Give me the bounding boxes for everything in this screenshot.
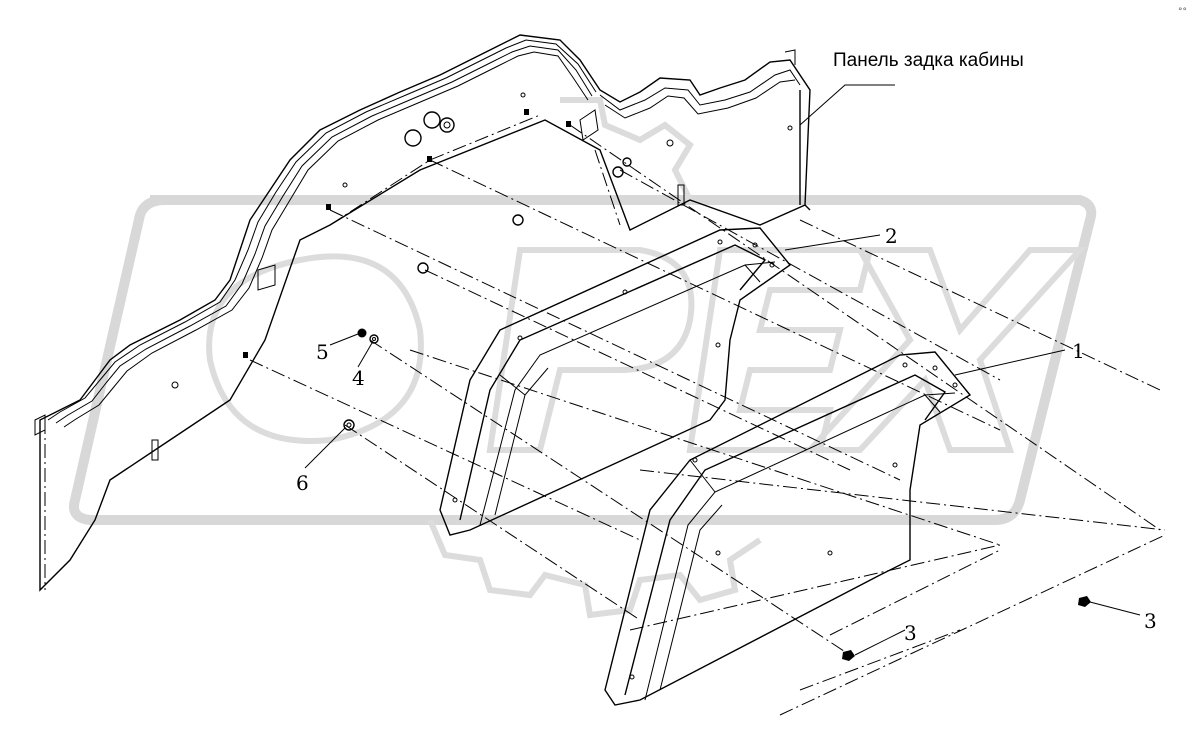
callout-4: 4 xyxy=(352,366,365,390)
leader-lines xyxy=(304,84,1141,656)
panel-clip-4 xyxy=(524,109,529,115)
callout-2: 2 xyxy=(885,224,898,248)
panel-clip-1 xyxy=(326,204,331,210)
washer-4 xyxy=(369,334,379,344)
nut-5 xyxy=(357,328,367,338)
panel-clip-5 xyxy=(566,121,571,127)
panel-hole-5 xyxy=(512,214,524,226)
watermark-logo xyxy=(69,97,1097,619)
panel-large-hole-3 xyxy=(439,117,455,133)
trim-part-2 xyxy=(439,227,792,536)
callout-1: 1 xyxy=(1072,339,1085,363)
nut-3-right xyxy=(1078,596,1091,607)
panel-hole-4 xyxy=(612,166,624,178)
callout-6: 6 xyxy=(296,471,309,495)
cab-rear-panel xyxy=(34,34,811,592)
callout-3-lower: 3 xyxy=(904,621,917,645)
trim-part-1 xyxy=(604,351,972,706)
nut-3-lower xyxy=(842,650,855,661)
callout-5: 5 xyxy=(316,340,329,364)
panel-clip-3 xyxy=(427,156,432,162)
corner-mark: °° xyxy=(1178,7,1187,17)
washer-6 xyxy=(343,419,355,431)
panel-large-hole-2 xyxy=(423,111,441,129)
panel-large-hole-1 xyxy=(404,129,422,147)
panel-name-label: Панель задка кабины xyxy=(833,50,1024,71)
panel-clip-2 xyxy=(243,352,248,358)
fasteners xyxy=(343,328,1091,661)
callout-3-right: 3 xyxy=(1144,609,1157,633)
panel-hole-6 xyxy=(417,262,429,274)
